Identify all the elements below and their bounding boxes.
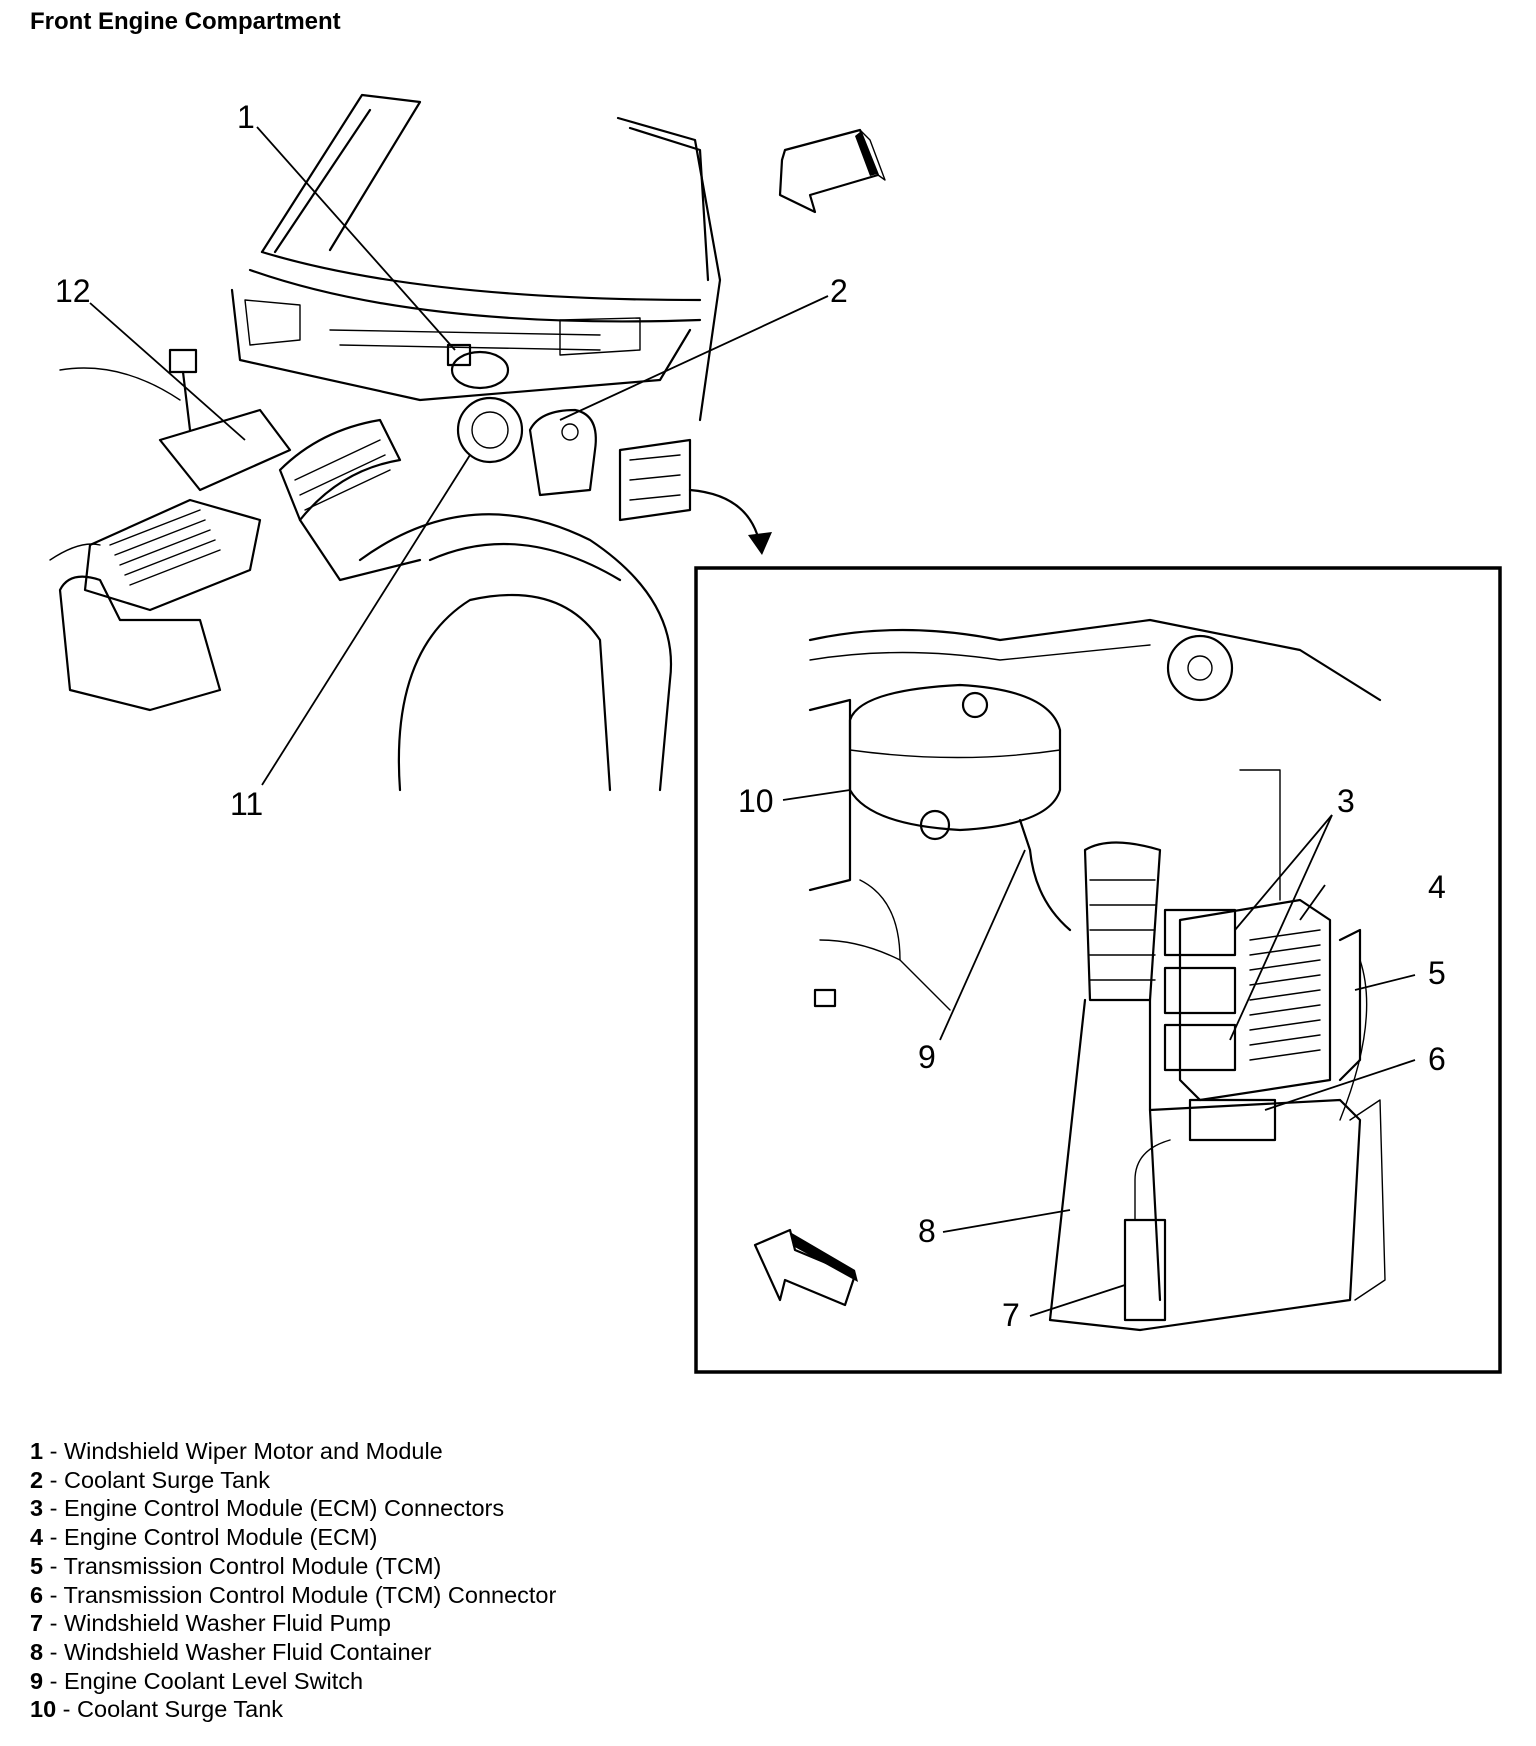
callout-1: 1 xyxy=(237,99,255,135)
callout-12: 12 xyxy=(55,273,91,309)
engine-compartment-illustration: 1 2 11 12 3 4 5 6 7 8 9 10 xyxy=(49,93,1502,1374)
detail-leaders xyxy=(782,789,1416,1317)
overview-callouts: 1 2 11 12 xyxy=(55,99,848,822)
legend-item: 6 - Transmission Control Module (TCM) Co… xyxy=(30,1581,557,1608)
legend-item: 2 - Coolant Surge Tank xyxy=(30,1466,270,1493)
callout-2: 2 xyxy=(830,273,848,309)
legend-item: 1 - Windshield Wiper Motor and Module xyxy=(30,1438,443,1464)
detail-inset-frame xyxy=(694,566,1502,1374)
legend-item: 5 - Transmission Control Module (TCM) xyxy=(30,1552,442,1579)
detail-callouts: 3 4 5 6 7 8 9 10 xyxy=(738,783,1446,1333)
overview-illustration xyxy=(49,93,886,792)
callout-7: 7 xyxy=(1002,1297,1020,1333)
direction-arrow-icon xyxy=(753,1228,858,1307)
legend: 1 - Windshield Wiper Motor and Module 2 … xyxy=(30,1437,556,1724)
legend-item: 7 - Windshield Washer Fluid Pump xyxy=(30,1610,391,1637)
callout-6: 6 xyxy=(1428,1041,1446,1077)
direction-arrow-icon xyxy=(778,128,886,214)
overview-leaders xyxy=(89,126,829,786)
callout-5: 5 xyxy=(1428,955,1446,991)
legend-item: 3 - Engine Control Module (ECM) Connecto… xyxy=(30,1495,505,1522)
legend-item: 10 - Coolant Surge Tank xyxy=(30,1696,284,1723)
legend-item: 4 - Engine Control Module (ECM) xyxy=(30,1524,378,1551)
callout-10: 10 xyxy=(738,783,774,819)
callout-8: 8 xyxy=(918,1213,936,1249)
detail-illustration xyxy=(753,618,1386,1332)
legend-item: 8 - Windshield Washer Fluid Container xyxy=(30,1638,432,1665)
callout-9: 9 xyxy=(918,1039,936,1075)
legend-item: 9 - Engine Coolant Level Switch xyxy=(30,1667,364,1694)
callout-11: 11 xyxy=(230,786,263,822)
diagram-title: Front Engine Compartment xyxy=(30,8,341,35)
callout-3: 3 xyxy=(1337,783,1355,819)
callout-4: 4 xyxy=(1428,869,1446,905)
